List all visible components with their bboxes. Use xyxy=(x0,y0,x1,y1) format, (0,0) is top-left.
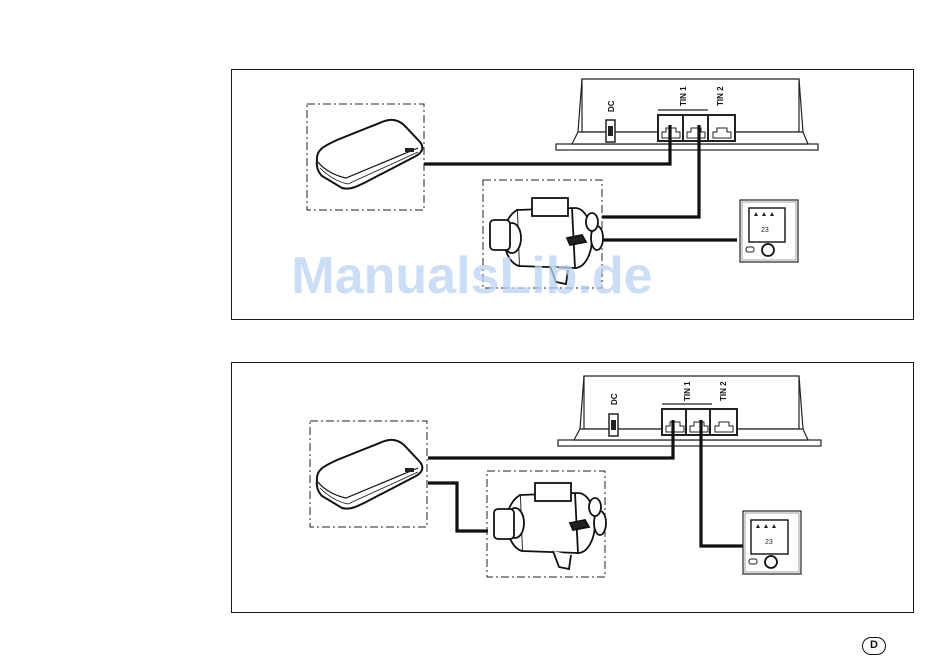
wiring-diagram-bottom: 23 DC TIN 1 TIN 2 xyxy=(231,362,914,613)
control-panel: 23 xyxy=(743,511,801,574)
dc-label: DC xyxy=(610,393,619,405)
watermark: ManualsLib.de xyxy=(232,246,712,306)
language-badge: D xyxy=(862,637,886,655)
receiver-device xyxy=(317,120,423,189)
wiring-diagram-bottom-drawing: 23 DC TIN 1 TIN 2 xyxy=(232,363,915,614)
tin1-label: TIN 1 xyxy=(679,86,688,106)
tin2-label: TIN 2 xyxy=(716,86,725,106)
heater-unit xyxy=(494,483,606,569)
tin1-label: TIN 1 xyxy=(683,381,692,401)
panel-display-value: 23 xyxy=(761,227,769,234)
tin2-label: TIN 2 xyxy=(719,381,728,401)
receiver-device xyxy=(317,440,423,509)
dc-label: DC xyxy=(607,100,616,112)
panel-display-value: 23 xyxy=(765,539,773,546)
control-panel: 23 xyxy=(740,200,798,262)
